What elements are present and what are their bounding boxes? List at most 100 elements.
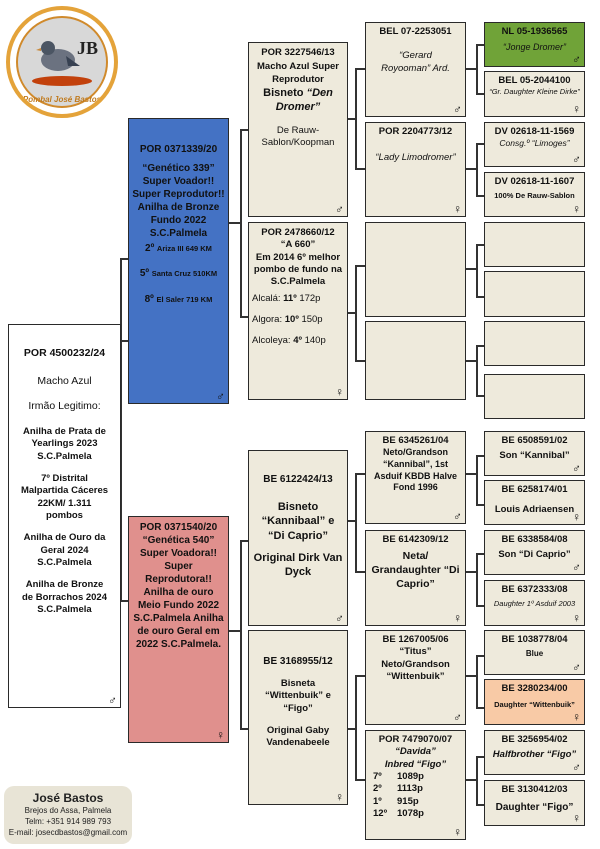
- sd-line2: Em 2014 6º melhor pombo de fundo na S.C.…: [253, 251, 343, 288]
- dam-card: POR 0371540/20 “Genética 540” Super Voad…: [128, 516, 229, 743]
- ds-card: BE 6122424/13 Bisneto “Kannibaal” e “Di …: [248, 450, 348, 626]
- g4-text: Consg.º “Limoges”: [499, 138, 570, 149]
- sire-result-rank: 2º: [145, 243, 155, 254]
- ds-ring: BE 6122424/13: [263, 474, 333, 485]
- sd-result-km: 172p: [299, 292, 321, 304]
- g4-text: Blue: [525, 649, 544, 659]
- sd-card: POR 2478660/12 “A 660” Em 2014 6º melhor…: [248, 222, 348, 400]
- g4-card: BE 6258174/01 Louis Adriaensen ♀: [484, 480, 585, 525]
- ss-line3: De Rauw-Sablon/Koopman: [261, 124, 335, 148]
- male-icon: ♂: [572, 461, 581, 475]
- ddd-result-km: 1089p: [397, 771, 424, 783]
- dsd-text: Neta/ Grandaughter “Di Caprio”: [371, 550, 460, 590]
- ddd-result-km: 1113p: [397, 783, 423, 795]
- female-icon: ♀: [216, 728, 225, 742]
- logo-pedestal: [32, 76, 92, 86]
- g4-card: NL 05-1936565 “Jonge Dromer” ♂: [484, 22, 585, 67]
- female-icon: ♀: [572, 510, 581, 524]
- sire-result-rank: 5º: [139, 268, 150, 280]
- subject-award: Anilha de Ouro da Geral 2024 S.C.Palmela: [23, 532, 106, 569]
- g4-ring: DV 02618-11-1607: [494, 176, 575, 187]
- male-icon: ♂: [572, 152, 581, 166]
- male-icon: ♂: [572, 560, 581, 574]
- sss-ring: BEL 07-2253051: [379, 26, 452, 37]
- g4-ring: BE 6258174/01: [501, 484, 568, 495]
- sd-result-rank: 4º: [293, 335, 302, 347]
- female-icon: ♀: [453, 825, 462, 839]
- male-icon: ♂: [453, 710, 462, 724]
- male-icon: ♂: [572, 660, 581, 674]
- female-icon: ♀: [453, 202, 462, 216]
- ss-ring: POR 3227546/13: [261, 47, 335, 58]
- ddd-result-rank: 7º: [373, 771, 382, 783]
- ddd-result-km: 915p: [397, 795, 419, 807]
- ddd-text: Inbred “Figo”: [384, 758, 447, 770]
- g4-text: Halfbrother “Figo”: [492, 749, 577, 761]
- g4-ring: NL 05-1936565: [501, 26, 568, 37]
- g4-ring: BE 3280234/00: [501, 683, 568, 694]
- dsd-card: BE 6142309/12 Neta/ Grandaughter “Di Cap…: [365, 530, 466, 626]
- g4-ring: BE 6508591/02: [501, 435, 568, 446]
- ssd-ring: POR 2204773/12: [378, 126, 453, 137]
- g4-text: “Jonge Dromer”: [502, 42, 567, 53]
- sd-result-rank: 10º: [284, 314, 299, 326]
- sd-result-km: 140p: [304, 335, 326, 347]
- empty-card: [484, 321, 585, 366]
- ssd-text: “Lady Limodromer”: [375, 152, 456, 164]
- dds-card: BE 1267005/06 “Titus” Neto/Grandson “Wit…: [365, 630, 466, 725]
- empty-card: [365, 222, 466, 317]
- ss-card: POR 3227546/13 Macho Azul Super Reprodut…: [248, 42, 348, 217]
- g4-text: Daughter 1º Asduif 2003: [493, 599, 576, 609]
- dd-card: BE 3168955/12 Bisneta “Wittenbuik” e “Fi…: [248, 630, 348, 805]
- contact-phone: Telm: +351 914 989 793: [24, 816, 112, 826]
- sd-ring: POR 2478660/12: [261, 227, 335, 238]
- dam-name: “Genética 540” Super Voadora!! Super Rep…: [133, 535, 224, 650]
- female-icon: ♀: [572, 102, 581, 116]
- ddd-name: “Davida”: [395, 746, 436, 758]
- male-icon: ♂: [572, 52, 581, 66]
- dsd-ring: BE 6142309/12: [382, 534, 449, 545]
- g4-ring: BE 6372333/08: [501, 584, 568, 595]
- sd-result: Algora: 10º 150p: [252, 314, 344, 326]
- dd-line2: Original Gaby Vandenabeele: [266, 725, 330, 749]
- sd-result-place: Alcalá:: [252, 292, 281, 304]
- ssd-card: POR 2204773/12 “Lady Limodromer” ♀: [365, 122, 466, 217]
- empty-card: [484, 374, 585, 419]
- g4-card: BE 3130412/03 Daughter “Figo” ♀: [484, 780, 585, 826]
- ss-line2-text: Bisneto: [263, 87, 304, 100]
- ss-line2-italic: “Den Dromer”: [275, 87, 333, 114]
- sire-result-text: Ariza III 649 KM: [156, 244, 212, 253]
- g4-card: BE 6508591/02 Son “Kannibal” ♂: [484, 431, 585, 476]
- ss-line1: Macho Azul Super Reprodutor: [257, 61, 339, 85]
- logo-inner: JB: [16, 16, 108, 108]
- male-icon: ♂: [335, 611, 344, 625]
- g4-ring: BE 6338584/08: [501, 534, 568, 545]
- g4-card: BE 3280234/00 Daughter “Wittenbuik” ♀: [484, 679, 585, 725]
- female-icon: ♀: [335, 385, 344, 399]
- male-icon: ♂: [453, 102, 462, 116]
- dds-ring: BE 1267005/06: [382, 634, 449, 645]
- contact-card: José Bastos Brejos do Assa, Palmela Telm…: [4, 786, 132, 844]
- female-icon: ♀: [572, 611, 581, 625]
- sss-card: BEL 07-2253051 “Gerard Royooman” Ard. ♂: [365, 22, 466, 117]
- logo: JB Pombal José Bastos: [6, 6, 118, 118]
- sire-result: 5º Santa Cruz 510KM: [132, 267, 225, 280]
- g4-text: Daughter “Wittenbuik”: [494, 700, 575, 710]
- female-icon: ♀: [572, 811, 581, 825]
- sire-ring: POR 0371339/20: [139, 144, 218, 155]
- g4-card: DV 02618-11-1569 Consg.º “Limoges” ♂: [484, 122, 585, 167]
- sd-result: Alcoleya: 4º 140p: [252, 335, 344, 347]
- subject-award: Anilha de Prata de Yearlings 2023 S.C.Pa…: [23, 425, 106, 462]
- male-icon: ♂: [453, 509, 462, 523]
- g4-card: BE 1038778/04 Blue ♂: [484, 630, 585, 675]
- sire-name: “Genético 339” Super Voador!! Super Repr…: [132, 163, 225, 239]
- contact-address: Brejos do Assa, Palmela: [24, 806, 112, 816]
- subject-sex-label: Macho Azul: [37, 374, 92, 387]
- subject-card: POR 4500232/24 Macho Azul Irmão Legitimo…: [8, 324, 121, 708]
- male-icon: ♂: [216, 389, 225, 403]
- sire-result-text: Santa Cruz 510KM: [151, 269, 218, 279]
- dss-ring: BE 6345261/04: [382, 435, 449, 446]
